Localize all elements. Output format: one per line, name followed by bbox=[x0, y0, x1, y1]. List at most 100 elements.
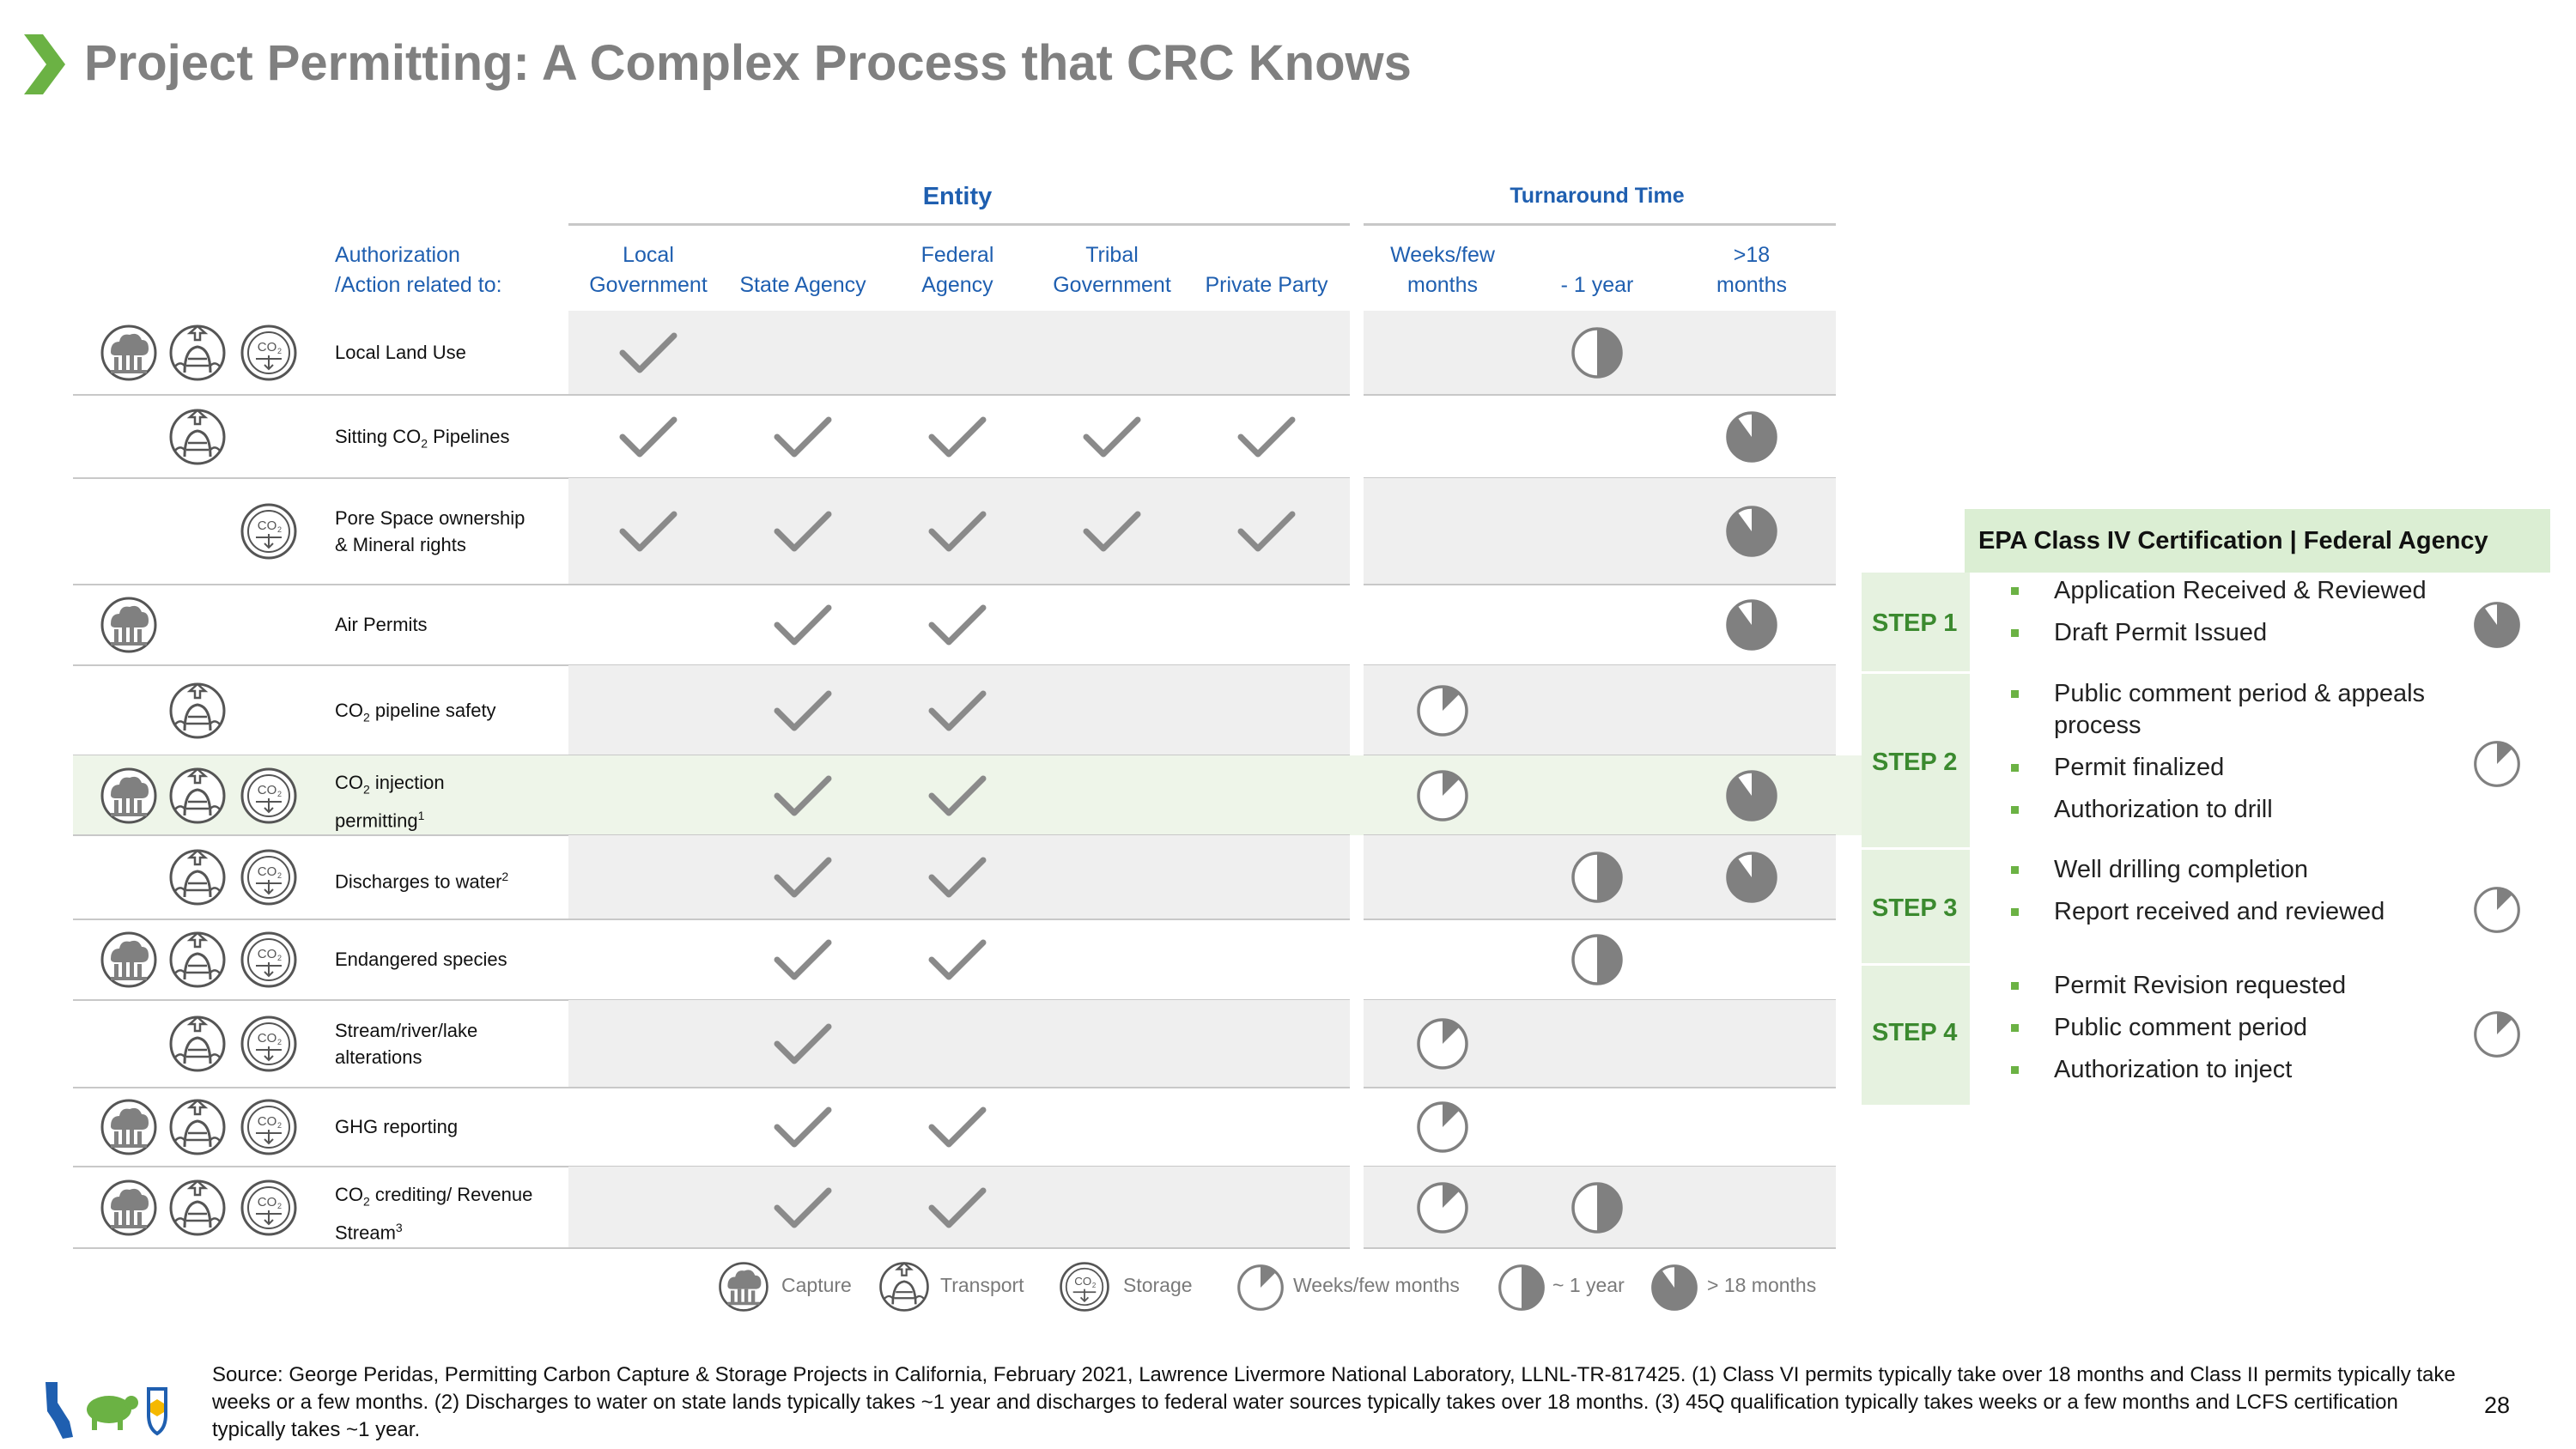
step-bullet: Public comment period bbox=[2054, 1014, 2307, 1041]
svg-text:2: 2 bbox=[277, 871, 282, 880]
bullet-marker bbox=[2011, 1024, 2019, 1032]
check-icon bbox=[619, 416, 677, 457]
pie-eighteen-months-icon bbox=[1726, 599, 1777, 651]
svg-text:2: 2 bbox=[1092, 1282, 1097, 1289]
transport-icon bbox=[169, 1099, 226, 1155]
row-label: Endangered species bbox=[335, 949, 507, 970]
check-icon bbox=[928, 939, 987, 980]
row-shade-entity bbox=[568, 835, 1350, 919]
capture-icon bbox=[100, 767, 157, 823]
row-label: Sitting CO2 Pipelines bbox=[335, 423, 509, 457]
transport-icon bbox=[169, 1179, 226, 1235]
capture-icon bbox=[100, 1179, 157, 1235]
check-icon bbox=[1083, 511, 1141, 552]
authorization-header: Authorization /Action related to: bbox=[335, 243, 502, 297]
step-bullet: Permit Revision requested bbox=[2054, 972, 2347, 999]
check-icon bbox=[1083, 416, 1141, 457]
check-icon bbox=[928, 604, 987, 646]
row-label: CO2 crediting/ Revenue Stream3 bbox=[335, 1181, 532, 1246]
legend-label: Storage bbox=[1123, 1274, 1193, 1296]
company-logo bbox=[46, 1382, 167, 1439]
turnaround-title: Turnaround Time bbox=[1510, 184, 1685, 208]
entity-rule bbox=[568, 223, 1350, 226]
check-icon bbox=[1237, 511, 1296, 552]
svg-text:CO: CO bbox=[258, 518, 277, 533]
pie-one-year-icon bbox=[1571, 852, 1623, 903]
check-icon bbox=[928, 1106, 987, 1148]
row-divider bbox=[1364, 584, 1836, 585]
label-text: pipeline safety bbox=[369, 699, 496, 721]
transport-icon bbox=[169, 324, 226, 381]
step-bullet: Application Received & Reviewed bbox=[2054, 577, 2427, 604]
pie-one-year-icon bbox=[1571, 1181, 1623, 1234]
check-icon bbox=[619, 511, 677, 552]
pie-eighteen-months-icon bbox=[1726, 852, 1777, 903]
pie-eighteen-months-icon bbox=[1726, 410, 1777, 463]
source-note: Source: George Peridas, Permitting Carbo… bbox=[212, 1363, 2456, 1441]
turnaround-rule bbox=[1364, 223, 1836, 226]
pie-weeks-icon bbox=[1417, 1101, 1468, 1153]
bullet-marker bbox=[2011, 866, 2019, 874]
step-bullet: Well drilling completion bbox=[2054, 856, 2309, 883]
pie-eighteen-months-icon bbox=[1726, 506, 1777, 557]
bullet-marker bbox=[2011, 1066, 2019, 1074]
row-divider bbox=[73, 394, 1350, 396]
col-private-party: Private Party bbox=[1205, 273, 1328, 297]
svg-text:2: 2 bbox=[277, 525, 282, 534]
transport-icon bbox=[169, 408, 226, 464]
step-bullet: Draft Permit Issued bbox=[2054, 619, 2268, 646]
svg-text:CO: CO bbox=[258, 783, 277, 797]
row-divider bbox=[73, 919, 1350, 920]
step-label: STEP 1 bbox=[1872, 609, 1958, 637]
label-subscript: 2 bbox=[421, 435, 428, 450]
legend-label: Transport bbox=[940, 1274, 1024, 1296]
row-label: Stream/river/lake alterations bbox=[335, 1020, 478, 1068]
pie-weeks-icon bbox=[1417, 1018, 1468, 1070]
label-footnote: 1 bbox=[417, 808, 425, 822]
row-divider bbox=[1364, 919, 1836, 920]
col-one-year: - 1 year bbox=[1560, 273, 1634, 297]
row-divider bbox=[1364, 394, 1836, 396]
transport-icon bbox=[169, 682, 226, 738]
svg-text:CO: CO bbox=[258, 340, 277, 355]
pie-eighteen-months-icon bbox=[2474, 601, 2520, 648]
check-icon bbox=[774, 1106, 832, 1148]
legend-label: ~ 1 year bbox=[1552, 1274, 1625, 1296]
row-label: Discharges to water2 bbox=[335, 864, 508, 894]
row-divider bbox=[73, 1087, 1350, 1088]
svg-text:2: 2 bbox=[277, 347, 282, 355]
step-divider bbox=[1862, 847, 1970, 850]
row-label: CO2 pipeline safety bbox=[335, 697, 496, 731]
transport-icon bbox=[169, 931, 226, 988]
pie-eighteen-months-icon bbox=[1726, 769, 1777, 822]
svg-text:2: 2 bbox=[277, 1038, 282, 1046]
label-text: Discharges to water bbox=[335, 870, 502, 893]
bullet-marker bbox=[2011, 806, 2019, 814]
bullet-marker bbox=[2011, 908, 2019, 916]
col-weeks: Weeks/few months bbox=[1390, 243, 1495, 297]
svg-text:CO: CO bbox=[258, 1031, 277, 1046]
pie-weeks-icon bbox=[2474, 887, 2520, 933]
transport-icon bbox=[879, 1262, 929, 1312]
label-text: CO bbox=[335, 699, 363, 721]
step-bullet: Authorization to inject bbox=[2054, 1056, 2293, 1083]
check-icon bbox=[774, 690, 832, 731]
check-icon bbox=[928, 857, 987, 898]
label-text: Pipelines bbox=[428, 425, 510, 447]
pie-one-year-icon bbox=[1571, 327, 1623, 379]
epa-header: EPA Class IV Certification | Federal Age… bbox=[1965, 509, 2550, 573]
label-text: Sitting CO bbox=[335, 425, 422, 447]
step-label: STEP 3 bbox=[1872, 894, 1958, 922]
svg-text:2: 2 bbox=[277, 954, 282, 962]
label-text: injection permitting bbox=[335, 771, 445, 832]
check-icon bbox=[774, 416, 832, 457]
step-bullet: Report received and reviewed bbox=[2054, 898, 2385, 925]
bullet-marker bbox=[2011, 629, 2019, 637]
pie-weeks-icon bbox=[1417, 684, 1468, 737]
col-state-agency: State Agency bbox=[739, 273, 866, 297]
row-divider bbox=[73, 584, 1350, 585]
pie-weeks-icon bbox=[1417, 1181, 1468, 1234]
